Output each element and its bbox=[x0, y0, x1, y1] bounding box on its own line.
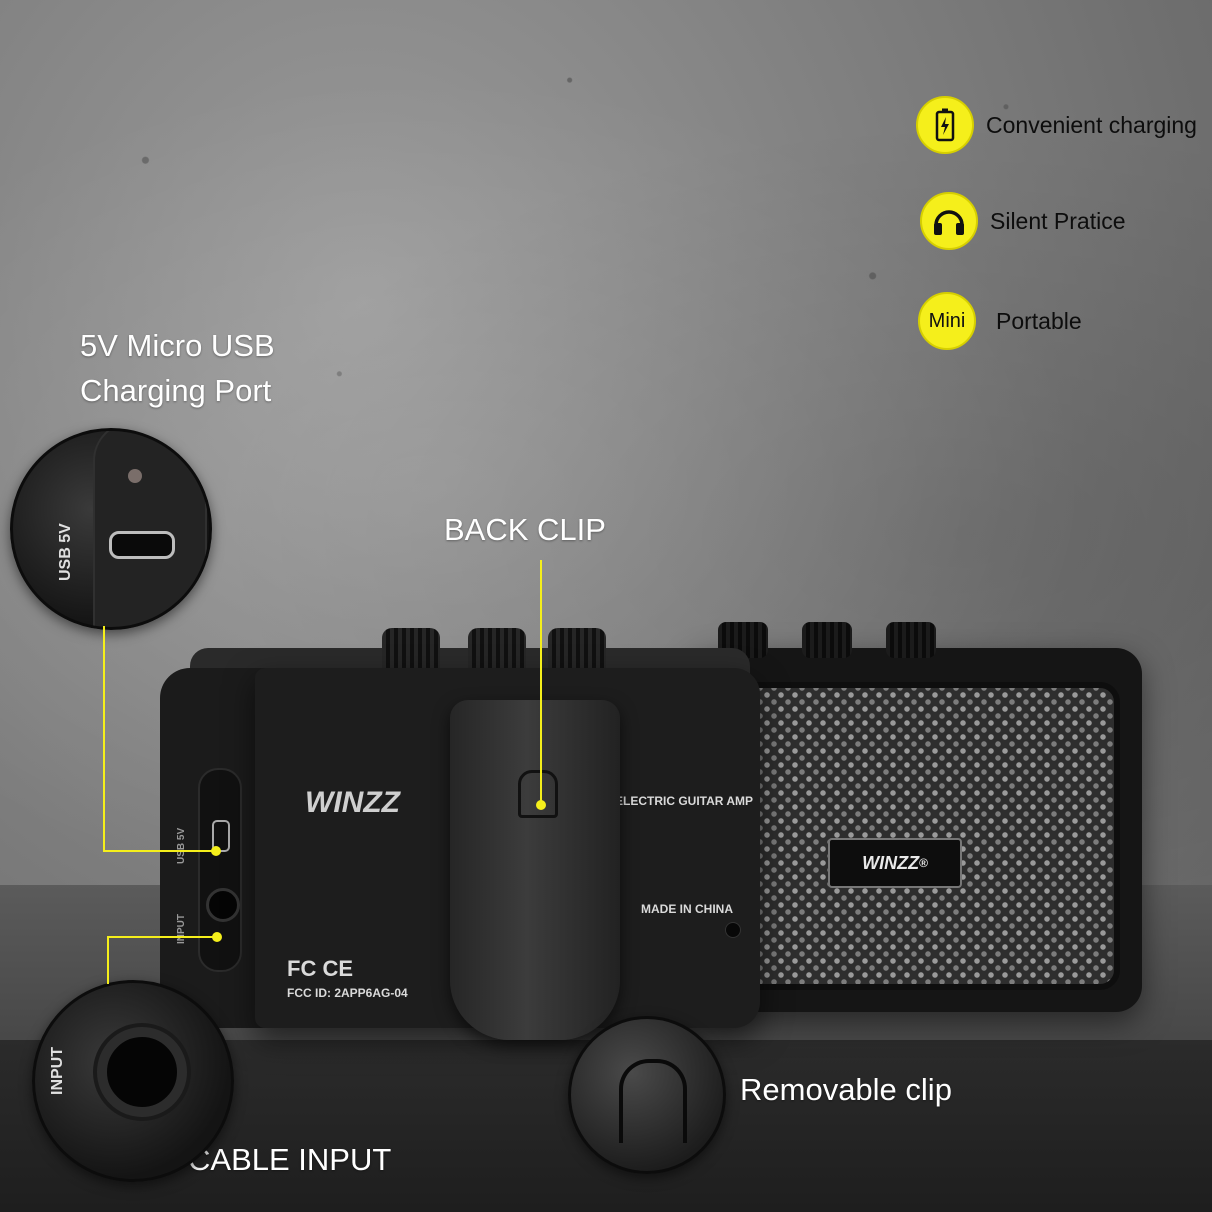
amp-front-view: WINZZ ® bbox=[690, 622, 1142, 1012]
feature-portable: Mini Portable bbox=[918, 292, 1082, 350]
clip-tab bbox=[518, 770, 558, 818]
usb-leader-dot bbox=[211, 846, 221, 856]
side-usb-label: USB 5V bbox=[176, 827, 187, 864]
mini-badge-text: Mini bbox=[928, 309, 966, 332]
usb-strip bbox=[93, 431, 207, 627]
usb-port-callout: 5V Micro USB Charging Port bbox=[80, 324, 275, 414]
input-leader-dot bbox=[212, 932, 222, 942]
input-jack bbox=[206, 888, 240, 922]
clip-leader-vertical bbox=[540, 560, 542, 804]
feature-label: Silent Pratice bbox=[990, 207, 1126, 234]
input-jack-closeup bbox=[97, 1027, 187, 1117]
speaker-grille: WINZZ ® bbox=[726, 682, 1120, 990]
usb-port bbox=[212, 820, 230, 852]
screw-hole bbox=[725, 922, 741, 938]
clip-leader-dot bbox=[536, 800, 546, 810]
clip-zoom bbox=[568, 1016, 726, 1174]
side-input-label: INPUT bbox=[176, 914, 187, 944]
brand-logo: WINZZ bbox=[305, 786, 400, 819]
feature-label: Convenient charging bbox=[986, 111, 1197, 138]
input-leader-vertical bbox=[107, 936, 109, 984]
model-label: ELECTRIC GUITAR AMP bbox=[615, 794, 753, 808]
removable-clip-callout: Removable clip bbox=[740, 1072, 952, 1107]
usb-leader-vertical bbox=[103, 626, 105, 852]
battery-charging-icon bbox=[916, 96, 974, 154]
usb-callout-line1: 5V Micro USB bbox=[80, 328, 275, 363]
input-leader-horizontal bbox=[107, 936, 217, 938]
usb-port-zoom: USB 5V bbox=[10, 428, 212, 630]
brand-badge-text: WINZZ bbox=[862, 852, 920, 873]
certification-marks: FC CE bbox=[287, 956, 353, 981]
usb-port-closeup bbox=[109, 531, 175, 559]
amp-rear-view: USB 5V INPUT WINZZ ELECTRIC GUITAR AMP M… bbox=[160, 628, 760, 1040]
back-clip-callout: BACK CLIP bbox=[444, 512, 606, 547]
input-jack-zoom: INPUT bbox=[32, 980, 234, 1182]
feature-convenient-charging: Convenient charging bbox=[916, 96, 1197, 154]
mini-badge: Mini bbox=[918, 292, 976, 350]
fcc-id: FCC ID: 2APP6AG-04 bbox=[287, 986, 408, 1000]
usb-callout-line2: Charging Port bbox=[80, 372, 272, 408]
feature-label: Portable bbox=[996, 307, 1082, 334]
feature-silent-practice: Silent Pratice bbox=[920, 192, 1126, 250]
belt-clip bbox=[450, 700, 620, 1040]
knob bbox=[802, 622, 852, 658]
cable-input-callout: CABLE INPUT bbox=[188, 1142, 392, 1177]
headphones-icon bbox=[920, 192, 978, 250]
charging-led bbox=[128, 469, 142, 483]
input-label: INPUT bbox=[49, 1047, 66, 1095]
usb-5v-label: USB 5V bbox=[57, 523, 74, 581]
registered-mark: ® bbox=[919, 856, 928, 870]
knob bbox=[886, 622, 936, 658]
brand-badge: WINZZ ® bbox=[828, 838, 962, 888]
side-port-panel bbox=[198, 768, 242, 972]
usb-leader-horizontal bbox=[103, 850, 215, 852]
clip-tab-closeup bbox=[619, 1059, 687, 1143]
origin-label: MADE IN CHINA bbox=[641, 902, 733, 916]
